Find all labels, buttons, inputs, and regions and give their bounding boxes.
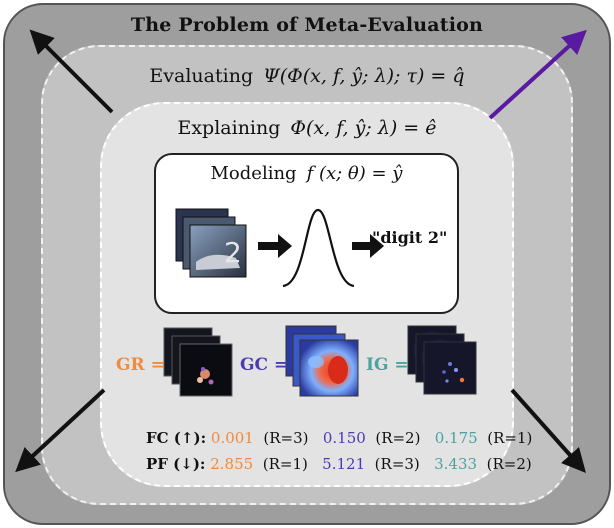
explaining-label: Explaining	[177, 117, 281, 139]
method-label-gc: GC =	[240, 355, 289, 375]
evaluating-label: Evaluating	[149, 65, 254, 87]
metric-value-pf-gr: 2.855	[210, 455, 254, 473]
metric-label-pf: PF (↓):	[146, 455, 206, 473]
metric-rank-pf-gr: (R=1)	[262, 455, 308, 473]
metric-rank-pf-gc: (R=3)	[374, 455, 420, 473]
metric-value-fc-ig: 0.175	[434, 429, 478, 447]
modeling-equation: f (x; θ) = ŷ	[306, 163, 403, 184]
metric-row-fc: FC (↑): 0.001 (R=3) 0.150 (R=2) 0.175 (R…	[146, 429, 532, 447]
metric-value-pf-gc: 5.121	[322, 455, 366, 473]
arrow-bottom-right	[510, 388, 586, 473]
modeling-line: Modeling f (x; θ) = ŷ	[154, 163, 459, 184]
svg-text:2: 2	[224, 236, 242, 269]
metric-value-fc-gc: 0.150	[322, 429, 366, 447]
explaining-line: Explaining Φ(x, f, ŷ; λ) = ê	[0, 117, 614, 139]
arrow-top-right	[488, 29, 587, 120]
explaining-equation: Φ(x, f, ŷ; λ) = ê	[290, 117, 437, 139]
prediction-label: "digit 2"	[372, 228, 448, 247]
metric-rank-pf-ig: (R=2)	[486, 455, 532, 473]
gaussian-curve-icon	[282, 208, 355, 288]
metric-label-fc: FC (↑):	[146, 429, 207, 447]
arrow-to-model	[258, 234, 292, 258]
diagram-title: The Problem of Meta-Evaluation	[130, 14, 484, 36]
ig-saliency-stack	[407, 325, 477, 395]
modeling-label: Modeling	[210, 163, 297, 184]
metric-rank-fc-gr: (R=3)	[263, 429, 309, 447]
method-label-gr: GR =	[116, 355, 165, 375]
metric-rank-fc-ig: (R=1)	[487, 429, 533, 447]
metric-rank-fc-gc: (R=2)	[375, 429, 421, 447]
method-label-ig: IG =	[366, 355, 409, 375]
arrow-top-left	[29, 29, 114, 114]
gc-saliency-stack	[285, 325, 359, 397]
gr-saliency-stack	[163, 327, 233, 397]
input-image-stack: 2	[175, 208, 247, 278]
evaluating-equation: Ψ(Φ(x, f, ŷ; λ); τ) = q̂	[263, 65, 465, 87]
metric-row-pf: PF (↓): 2.855 (R=1) 5.121 (R=3) 3.433 (R…	[146, 455, 532, 473]
metric-value-fc-gr: 0.001	[210, 429, 254, 447]
metric-value-pf-ig: 3.433	[434, 455, 478, 473]
arrow-to-prediction	[352, 234, 384, 258]
arrow-bottom-left	[15, 388, 106, 473]
evaluating-line: Evaluating Ψ(Φ(x, f, ŷ; λ); τ) = q̂	[0, 65, 614, 87]
